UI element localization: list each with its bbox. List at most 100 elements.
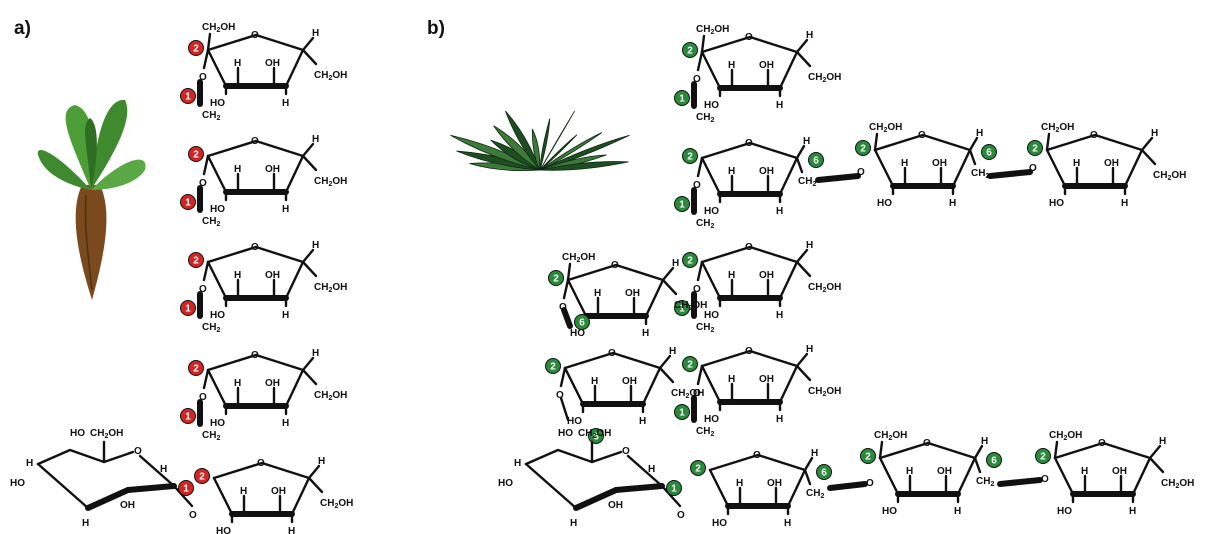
badge-c2: 2 (188, 40, 204, 56)
hydroxyl-c3: HO (704, 206, 719, 217)
badge-c2: 2 (855, 140, 871, 156)
hydrogen-c5: H (669, 346, 676, 357)
hydrogen-c3: H (901, 158, 908, 169)
hydroxyl-c4: HO (498, 478, 513, 489)
svg-text:2: 2 (193, 256, 199, 267)
ch2oh-c1: CH2OH (1049, 430, 1082, 442)
ch2-c1: CH2 (696, 426, 714, 438)
badge-c2: 2 (682, 252, 698, 268)
svg-text:1: 1 (679, 200, 685, 211)
svg-text:1: 1 (185, 92, 191, 103)
ring-oxygen: O (745, 32, 753, 43)
ring-oxygen: O (918, 130, 926, 141)
badge-c1: 1 (674, 300, 690, 316)
hydrogen-c5: H (318, 456, 325, 467)
ch2-c6: CH2 (806, 488, 824, 500)
ch2oh-c6: CH2OH (808, 386, 841, 398)
svg-text:1: 1 (671, 484, 677, 495)
hydrogen-c3: H (728, 270, 735, 281)
hydrogen-c3: H (728, 60, 735, 71)
glycosidic-oxygen: O (693, 180, 701, 191)
hydrogen-c2: H (570, 518, 577, 529)
badge-c2: 2 (682, 148, 698, 164)
hydrogen-c3: H (234, 58, 241, 69)
hydroxyl-c4: OH (271, 486, 286, 497)
hydrogen-c3: H (240, 486, 247, 497)
ch2-c6: CH2 (798, 176, 816, 188)
hydrogen-c4: H (282, 98, 289, 109)
hydroxyl-c4: OH (265, 164, 280, 175)
badge-c2: 2 (548, 270, 564, 286)
glycosidic-oxygen: O (199, 178, 207, 189)
hydroxyl-c3: HO (210, 418, 225, 429)
svg-text:2: 2 (687, 152, 693, 163)
svg-text:1: 1 (183, 484, 189, 495)
ring-oxygen: O (745, 242, 753, 253)
hydrogen-c3: H (1073, 158, 1080, 169)
hydroxyl-c3: HO (70, 428, 85, 439)
svg-text:6: 6 (986, 148, 992, 159)
hydrogen-c5: H (803, 136, 810, 147)
glycosidic-oxygen: O (199, 72, 207, 83)
badge-c1: 1 (178, 480, 194, 496)
hydrogen-c4: H (784, 518, 791, 529)
hydrogen-c5: H (312, 28, 319, 39)
hydroxyl-c4: OH (265, 378, 280, 389)
left-badge-c6-1: 6 (574, 314, 590, 330)
badge-c2: 2 (690, 460, 706, 476)
badge-c1: 1 (180, 88, 196, 104)
ch2oh-c6: CH2OH (1153, 170, 1186, 182)
svg-text:6: 6 (813, 156, 819, 167)
hydrogen-c3: H (728, 374, 735, 385)
ch2oh-c6: CH2OH (1161, 478, 1194, 490)
glycosidic-oxygen: O (199, 392, 207, 403)
hydrogen-c1: H (160, 464, 167, 475)
hydroxyl-c4: OH (622, 376, 637, 387)
hydrogen-c4: H (642, 328, 649, 339)
ring-oxygen: O (923, 438, 931, 449)
hydroxyl-c2: OH (120, 500, 135, 511)
badge-c2: 2 (682, 356, 698, 372)
hydrogen-c3: H (736, 478, 743, 489)
badge-c2: 2 (1035, 448, 1051, 464)
ch2oh-c1: CH2OH (874, 430, 907, 442)
svg-text:1: 1 (679, 304, 685, 315)
ring-oxygen: O (251, 136, 259, 147)
ch2oh-c1: CH2OH (562, 252, 595, 264)
hydrogen-c3: H (591, 376, 598, 387)
svg-text:2: 2 (550, 362, 556, 373)
badge-c2: 2 (682, 42, 698, 58)
ring-oxygen: O (622, 446, 630, 457)
hydroxyl-c3: HO (1057, 506, 1072, 517)
hydroxyl-c4: OH (1112, 466, 1127, 477)
hydrogen-c3: H (728, 166, 735, 177)
hydrogen-c3: H (234, 378, 241, 389)
ch2oh-c1: CH2OH (869, 122, 902, 134)
link-oxygen-4: O (1041, 474, 1049, 485)
badge-c2: 2 (545, 358, 561, 374)
hydroxyl-c4: OH (759, 374, 774, 385)
svg-text:2: 2 (1040, 452, 1046, 463)
hydroxyl-c4: HO (10, 478, 25, 489)
svg-text:6: 6 (821, 468, 827, 479)
svg-text:6: 6 (991, 456, 997, 467)
badge-c6: 6 (816, 464, 832, 480)
hydrogen-c3: H (1081, 466, 1088, 477)
hydrogen-c4: H (282, 204, 289, 215)
ch2-c1: CH2 (696, 112, 714, 124)
svg-text:2: 2 (865, 452, 871, 463)
ring-oxygen: O (1090, 130, 1098, 141)
hydrogen-c5: H (312, 348, 319, 359)
hydroxyl-c2: OH (608, 500, 623, 511)
ch2oh-c6: CH2OH (314, 176, 347, 188)
